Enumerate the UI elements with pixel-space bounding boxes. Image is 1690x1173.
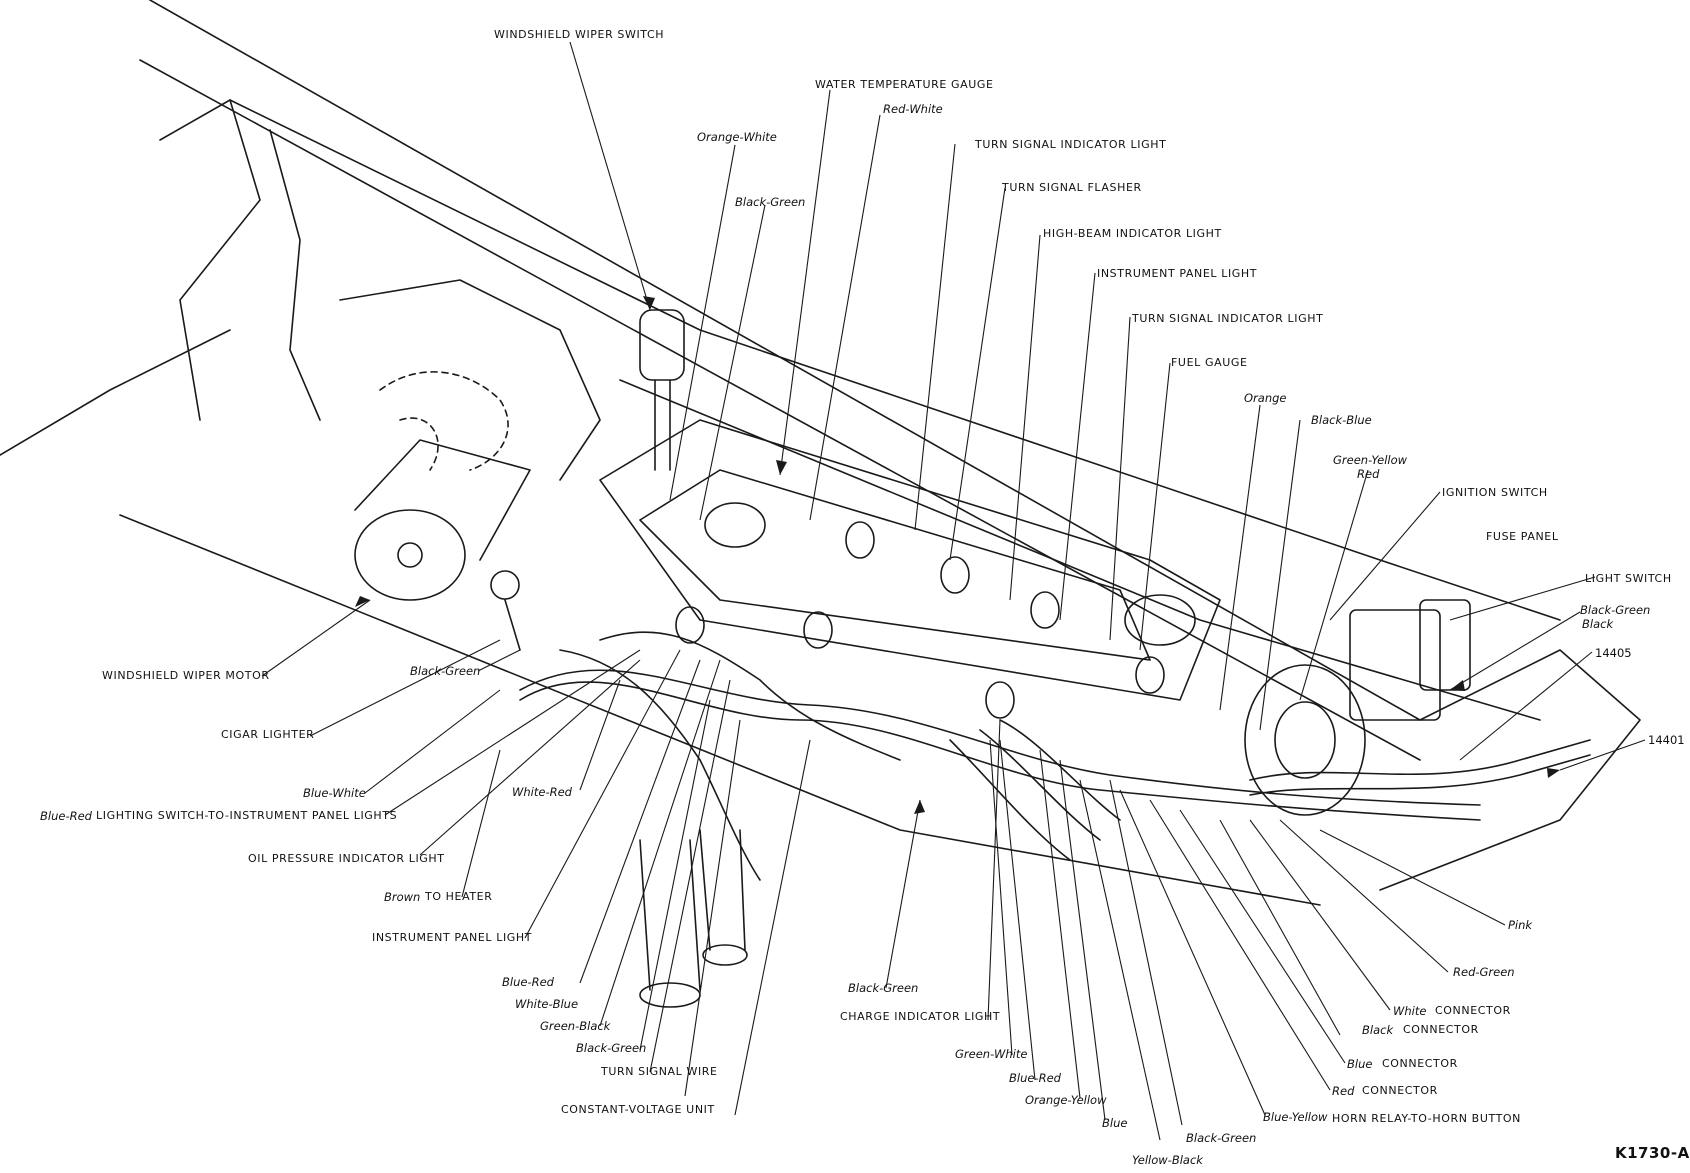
red-white-wire-label: Red-White	[883, 102, 943, 116]
water-temperature-gauge-label: WATER TEMPERATURE GAUGE	[815, 78, 994, 91]
black-green-wire-label-top: Black-Green	[735, 195, 806, 209]
instrument-panel-light-label-top: INSTRUMENT PANEL LIGHT	[1097, 267, 1258, 280]
turn-signal-wire-label: TURN SIGNAL WIRE	[601, 1065, 718, 1078]
light-switch-label: LIGHT SWITCH	[1585, 572, 1672, 585]
blue-wire-label: Blue	[1102, 1116, 1128, 1130]
lighting-switch-label: LIGHTING SWITCH-TO-INSTRUMENT PANEL LIGH…	[96, 809, 398, 822]
light-switch-box	[1419, 599, 1471, 691]
to-heater-label: TO HEATER	[425, 890, 493, 903]
fuse-panel-box	[1349, 609, 1441, 721]
turn-signal-indicator-light-label-2: TURN SIGNAL INDICATOR LIGHT	[1132, 312, 1324, 325]
black-green-wire-label-bottom: Black-Green	[1186, 1131, 1257, 1145]
blue-red-wire-label-bottom: Blue-Red	[502, 975, 554, 989]
harness-main	[519, 681, 1481, 821]
green-black-wire-label: Green-Black	[540, 1019, 611, 1033]
blue-white-wire-label: Blue-White	[303, 786, 366, 800]
white-blue-wire-label: White-Blue	[515, 997, 579, 1011]
constant-voltage-unit-label: CONSTANT-VOLTAGE UNIT	[561, 1103, 715, 1116]
black-green-wire-label-right: Black-Green	[1580, 603, 1651, 617]
orange-yellow-wire-label: Orange-Yellow	[1025, 1093, 1107, 1107]
oil-pressure-indicator-light-label: OIL PRESSURE INDICATOR LIGHT	[248, 852, 445, 865]
dash-top-edge	[149, 0, 1641, 891]
dash-left-side	[0, 329, 231, 456]
charge-indicator-light-label: CHARGE INDICATOR LIGHT	[840, 1010, 1001, 1023]
turn-signal-flasher-label: TURN SIGNAL FLASHER	[1002, 181, 1142, 194]
wiper-motor-shaft	[397, 542, 423, 568]
red-wire-label-right: Red	[1357, 467, 1380, 481]
black-blue-wire-label: Black-Blue	[1311, 413, 1372, 427]
wiper-linkage	[379, 371, 509, 471]
green-white-wire-label: Green-White	[955, 1047, 1028, 1061]
white-connector-label: CONNECTOR	[1435, 1004, 1511, 1017]
black-connector-color: Black	[1362, 1023, 1394, 1037]
pink-wire-label: Pink	[1508, 918, 1533, 932]
windshield-wiper-motor-label: WINDSHIELD WIPER MOTOR	[102, 669, 270, 682]
harness-right	[1249, 739, 1591, 781]
fuse-panel-label: FUSE PANEL	[1486, 530, 1559, 543]
ignition-switch-body	[1244, 664, 1366, 816]
figure-code: K1730-A	[1615, 1144, 1690, 1162]
black-wire-label-right: Black	[1582, 617, 1614, 631]
green-yellow-wire-label: Green-Yellow	[1333, 453, 1408, 467]
red-connector-color: Red	[1332, 1084, 1355, 1098]
fuel-gauge-socket	[1124, 594, 1196, 646]
instrument-panel-light-label-bottom: INSTRUMENT PANEL LIGHT	[372, 931, 533, 944]
part-number-14401: 14401	[1648, 733, 1685, 747]
wiper-linkage-2	[399, 417, 439, 471]
dash-bracket	[339, 279, 601, 481]
blue-red-wire-label-left: Blue-Red	[40, 809, 92, 823]
windshield-wiper-switch-label: WINDSHIELD WIPER SWITCH	[494, 28, 665, 41]
dash-lower-edge	[119, 514, 1321, 906]
fuel-gauge-label: FUEL GAUGE	[1171, 356, 1248, 369]
black-green-wire-label-mid: Black-Green	[848, 981, 919, 995]
white-red-wire-label: White-Red	[512, 785, 572, 799]
dash-face-lower	[619, 379, 1541, 721]
red-green-wire-label: Red-Green	[1453, 965, 1515, 979]
high-beam-indicator-light-label: HIGH-BEAM INDICATOR LIGHT	[1043, 227, 1222, 240]
wiper-motor-housing	[354, 439, 531, 561]
part-number-14405: 14405	[1595, 646, 1632, 660]
black-green-wire-label-bottom-left: Black-Green	[576, 1041, 647, 1055]
cigar-lighter-label: CIGAR LIGHTER	[221, 728, 315, 741]
brown-wire-label: Brown	[384, 890, 421, 904]
blue-red-wire-label-mid: Blue-Red	[1009, 1071, 1061, 1085]
cluster-inner	[639, 469, 1151, 661]
ignition-switch-label: IGNITION SWITCH	[1442, 486, 1548, 499]
blue-connector-color: Blue	[1347, 1057, 1373, 1071]
yellow-black-wire-label: Yellow-Black	[1132, 1153, 1203, 1167]
steering-column	[639, 839, 701, 991]
black-green-wire-label-left: Black-Green	[410, 664, 481, 678]
cluster-housing	[599, 419, 1221, 701]
dash-brace-left	[159, 99, 261, 421]
red-connector-label: CONNECTOR	[1362, 1084, 1438, 1097]
wiper-motor-body	[354, 509, 466, 601]
dash-face	[229, 99, 1561, 621]
turn-signal-indicator-light-label-1: TURN SIGNAL INDICATOR LIGHT	[975, 138, 1167, 151]
dash-top-edge-inner	[139, 59, 1421, 761]
water-temp-gauge-socket	[704, 502, 766, 548]
cigar-lighter	[490, 570, 520, 600]
black-connector-label: CONNECTOR	[1403, 1023, 1479, 1036]
wiper-switch-knob	[639, 309, 685, 381]
orange-wire-label: Orange	[1244, 391, 1287, 405]
orange-white-wire-label: Orange-White	[697, 130, 777, 144]
blue-yellow-wire-label: Blue-Yellow	[1263, 1110, 1328, 1124]
white-connector-color: White	[1393, 1004, 1427, 1018]
blue-connector-label: CONNECTOR	[1382, 1057, 1458, 1070]
horn-relay-label: HORN RELAY-TO-HORN BUTTON	[1332, 1112, 1521, 1125]
dash-brace	[269, 129, 321, 421]
